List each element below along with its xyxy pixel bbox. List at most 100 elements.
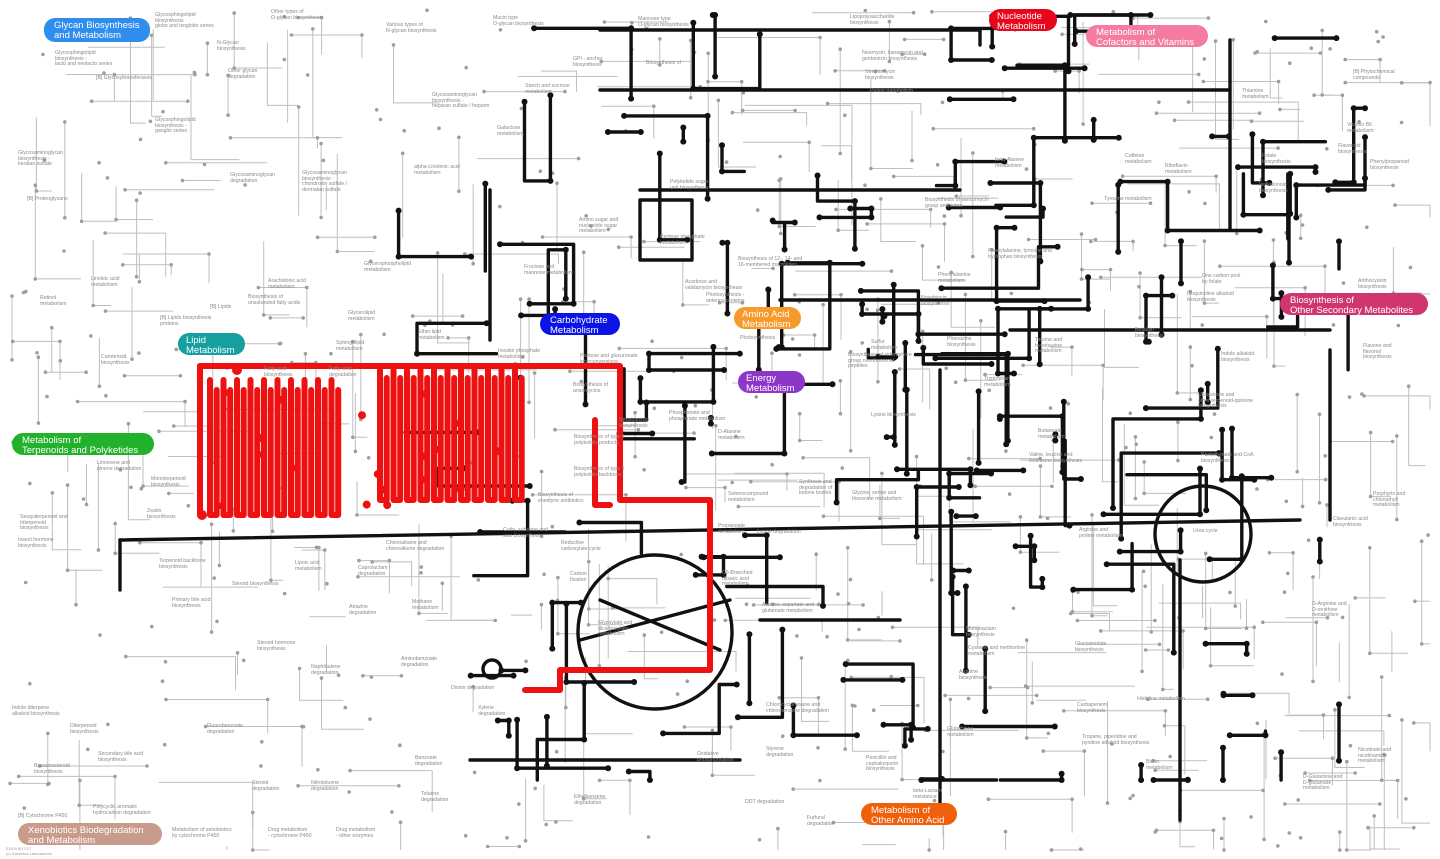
pathway-label[interactable]: Glycosaminoglycan degradation — [230, 173, 275, 184]
pathway-label[interactable]: Streptomycin biosynthesis — [865, 70, 895, 81]
pathway-label[interactable]: Streptomycin biosynthesis — [619, 418, 649, 429]
pathway-label[interactable]: Glutathione metabolism — [947, 727, 974, 738]
pathway-label[interactable]: Reductive carboxylate cycle — [561, 541, 601, 552]
pathway-label[interactable]: Phosphonate and phosphinate metabolism — [669, 411, 725, 422]
pathway-label[interactable]: Tropane, piperidine and pyridine alkaloi… — [1082, 735, 1149, 746]
pathway-label[interactable]: Betalain biosynthesis — [1135, 328, 1164, 339]
pathway-label[interactable]: Tyrosine metabolism — [1104, 197, 1152, 203]
pathway-label[interactable]: Starch and sucrose metabolism — [525, 84, 570, 95]
category-other-amino-acid[interactable]: Metabolism of Other Amino Acid — [861, 803, 957, 825]
pathway-label[interactable]: Glycerolipid metabolism — [348, 311, 375, 322]
pathway-label[interactable]: Acarbose and validamycin biosynthesis — [685, 280, 742, 291]
pathway-label[interactable]: Arginine biosynthesis — [959, 670, 988, 681]
pathway-label[interactable]: Metabolism of xenobiotics by cytochrome … — [172, 828, 232, 839]
pathway-label[interactable]: Brassinosteroid biosynthesis — [34, 764, 70, 775]
pathway-label[interactable]: Ubiquinone and other terpenoid-quinone b… — [1198, 393, 1253, 410]
pathway-label[interactable]: Mannose type O-glycan biosynthesis — [638, 17, 689, 28]
pathway-label[interactable]: Urea cycle — [1193, 529, 1218, 535]
pathway-label[interactable]: Biosynthesis of unsaturated fatty acids — [248, 295, 300, 306]
pathway-label[interactable]: Glycerophospholipid metabolism — [364, 262, 411, 273]
pathway-label[interactable]: Biosynthesis of ansamycins — [573, 383, 608, 394]
pathway-label[interactable]: Glycosaminoglycan biosynthesis - chondro… — [302, 171, 347, 193]
pathway-label[interactable]: DDT degradation — [745, 800, 784, 806]
pathway-label[interactable]: Histidine metabolism — [1137, 697, 1185, 703]
pathway-label[interactable]: Steroid degradation — [252, 781, 279, 792]
pathway-label[interactable]: Various types of N-glycan biosynthesis — [386, 23, 436, 34]
pathway-label[interactable]: [B] Cytochrome P450 — [18, 814, 67, 820]
pathway-label[interactable]: Aminobenzoate degradation — [401, 657, 437, 668]
pathway-label[interactable]: Nicotinate and nicotinamide metabolism — [1358, 748, 1391, 765]
pathway-label[interactable]: Photosynthesis — [740, 336, 775, 342]
category-glycan-biosynthesis[interactable]: Glycan Biosynthesis and Metabolism — [44, 18, 150, 42]
category-energy-metabolism[interactable]: Energy Metabolism — [738, 371, 805, 393]
pathway-label[interactable]: Porphyrin and chlorophyll metabolism — [1373, 492, 1405, 509]
pathway-label[interactable]: Glycosphingolipid biosynthesis globo and… — [155, 13, 214, 30]
pathway-label[interactable]: Taurine and hypotaurine metabolism — [1035, 338, 1062, 355]
pathway-label[interactable]: Steroid hormone biosynthesis — [257, 641, 295, 652]
pathway-label[interactable]: Fructose and mannose metabolism — [524, 265, 573, 276]
pathway-label[interactable]: Dioxin degradation — [451, 686, 494, 692]
pathway-label[interactable]: [B] Glycosyltransferases — [96, 76, 152, 82]
pathway-label[interactable]: [B] Phytochemical compounds — [1353, 70, 1395, 81]
category-nucleotide-metabolism[interactable]: Nucleotide Metabolism — [989, 9, 1057, 31]
category-terpenoids-polyketides[interactable]: Metabolism of Terpenoids and Polyketides — [12, 433, 154, 455]
pathway-label[interactable]: Fatty acid degradation — [329, 367, 356, 378]
pathway-label[interactable]: Biosynthesis of enediyne antibiotics — [538, 493, 584, 504]
pathway-label[interactable]: Glycosaminoglycan biosynthesis - keratan… — [18, 151, 63, 168]
pathway-label[interactable]: beta-Lactam resistance — [913, 789, 942, 800]
pathway-label[interactable]: Fatty acid biosynthesis — [264, 367, 293, 378]
pathway-label[interactable]: N-Glycan biosynthesis — [217, 41, 246, 52]
pathway-label[interactable]: Folate biosynthesis — [1262, 154, 1291, 165]
pathway-label[interactable]: Zeatin biosynthesis — [147, 509, 176, 520]
pathway-label[interactable]: Glycosaminoglycan biosynthesis - heparan… — [432, 93, 489, 110]
pathway-label[interactable]: Tryptophan metabolism — [984, 377, 1011, 388]
category-amino-acid-metabolism[interactable]: Amino Acid Metabolism — [734, 307, 801, 329]
pathway-label[interactable]: Other types of O-glycan biosynthesis — [271, 10, 322, 21]
pathway-label[interactable]: Isoquinoline alkaloid biosynthesis — [1187, 292, 1234, 303]
pathway-label[interactable]: Isoflavonoid biosynthesis — [1259, 183, 1288, 194]
pathway-label[interactable]: [B] Proteoglycans — [27, 197, 68, 203]
pathway-label[interactable]: Pentose phosphate metabolism — [660, 235, 705, 246]
pathway-label[interactable]: Chloroalkane and chloroalkene degradatio… — [386, 541, 444, 552]
pathway-label[interactable]: Lysine degradation — [757, 530, 801, 536]
pathway-label[interactable]: Insect hormone biosynthesis — [18, 538, 54, 549]
pathway-label[interactable]: Atrazine degradation — [349, 605, 376, 616]
pathway-label[interactable]: [B] Lipids biosynthesis proteins — [160, 316, 211, 327]
pathway-label[interactable]: Indole alkaloid biosynthesis — [1221, 352, 1254, 363]
pathway-label[interactable]: Glycosphingolipid biosynthesis - ganglio… — [155, 118, 196, 135]
pathway-label[interactable]: Steroid biosynthesis — [232, 582, 278, 588]
pathway-label[interactable]: Biosynthesis of siderophore group nonrib… — [848, 353, 912, 370]
pathway-label[interactable]: Phenylalanine, tyrosine and tryptophan b… — [988, 249, 1052, 260]
pathway-label[interactable]: Primary bile acid biosynthesis — [172, 598, 210, 609]
pathway-label[interactable]: Propanoate metabolism — [718, 524, 745, 535]
pathway-label[interactable]: Limonene and pinene degradation — [97, 461, 141, 472]
pathway-label[interactable]: Styrene degradation — [766, 747, 793, 758]
pathway-label[interactable]: Phenazine biosynthesis — [947, 337, 976, 348]
category-lipid-metabolism[interactable]: Lipid Metabolism — [178, 333, 245, 355]
pathway-label[interactable]: Synthesis and degradation of ketone bodi… — [799, 480, 832, 497]
pathway-label[interactable]: Glyoxylate and dicarboxylate metabolism — [598, 621, 632, 638]
pathway-label[interactable]: Purine metabolism — [870, 89, 913, 95]
category-other-secondary-metabolites[interactable]: Biosynthesis of Other Secondary Metaboli… — [1280, 293, 1428, 315]
pathway-label[interactable]: Carotenoid biosynthesis — [101, 355, 130, 366]
pathway-label[interactable]: Benzoate degradation — [415, 756, 442, 767]
pathway-label[interactable]: Lysine biosynthesis — [871, 413, 916, 419]
pathway-label[interactable]: Glycosphingolipid biosynthesis - lacto a… — [55, 51, 112, 68]
pathway-label[interactable]: Riboflavin metabolism — [1165, 164, 1192, 175]
pathway-label[interactable]: C5-Branched dibasic acid metabolism — [722, 571, 753, 588]
pathway-label[interactable]: Indole diterpene alkaloid biosynthesis — [12, 706, 60, 717]
pathway-label[interactable]: Clavulanic acid biosynthesis — [1333, 517, 1368, 528]
pathway-label[interactable]: Terpenoid backbone biosynthesis — [159, 559, 206, 570]
category-cofactors-vitamins[interactable]: Metabolism of Cofactors and Vitamins — [1086, 25, 1208, 47]
pathway-label[interactable]: Cutin, suberine and wax biosynthesis — [503, 528, 548, 539]
pathway-label[interactable]: Biosynthesis of type II polyketide backb… — [574, 467, 624, 478]
pathway-label[interactable]: One carbon pool by folate — [1202, 274, 1240, 285]
pathway-label[interactable]: Ether lipid metabolism — [418, 330, 445, 341]
pathway-label[interactable]: Xylene degradation — [478, 706, 505, 717]
pathway-label[interactable]: Oxidative phosphorylation — [697, 752, 734, 763]
pathway-label[interactable]: D-Alanine metabolism — [718, 430, 745, 441]
pathway-label[interactable]: Methane metabolism — [412, 600, 439, 611]
pathway-label[interactable]: Nitrotoluene degradation — [311, 781, 339, 792]
pathway-label[interactable]: Lipoic acid metabolism — [295, 561, 322, 572]
pathway-label[interactable]: Chlorocyclohexane and chlorobenzene degr… — [766, 703, 829, 714]
